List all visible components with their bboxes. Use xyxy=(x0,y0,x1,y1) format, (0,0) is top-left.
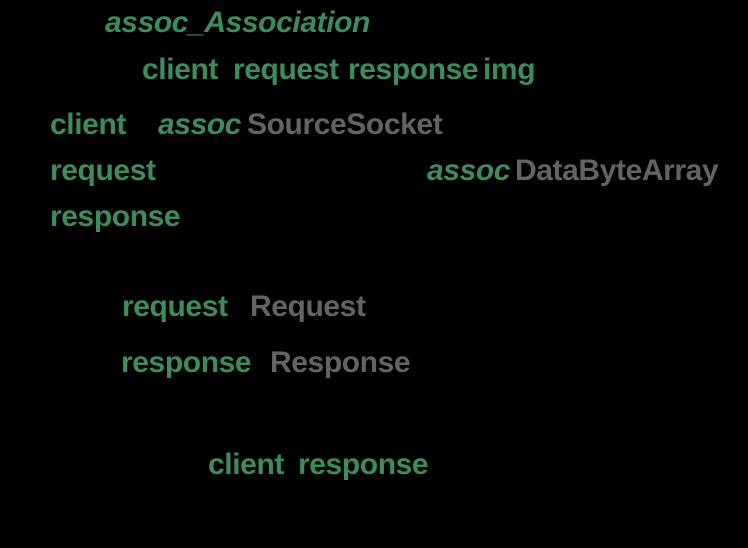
code-token-variable: response xyxy=(121,346,252,379)
code-token-variable: client xyxy=(208,448,284,481)
code-token-variable: client xyxy=(50,108,126,141)
code-token-variable: response xyxy=(348,53,479,86)
code-token-pattern: assoc xyxy=(158,108,242,141)
code-token-variable: request xyxy=(122,290,228,323)
code-token-pattern: assoc xyxy=(427,154,511,187)
code-token-pattern: assoc_Association xyxy=(105,6,370,39)
code-token-string: SourceSocket xyxy=(247,108,443,141)
code-token-variable: response xyxy=(50,200,181,233)
code-token-variable: client xyxy=(142,53,218,86)
code-token-variable: request xyxy=(50,154,156,187)
code-token-string: Request xyxy=(250,290,366,323)
code-token-variable: request xyxy=(233,53,339,86)
code-token-variable: response xyxy=(298,448,429,481)
code-token-string: DataByteArray xyxy=(515,154,719,187)
code-token-string: Response xyxy=(270,346,411,379)
code-token-variable: img xyxy=(483,53,536,86)
